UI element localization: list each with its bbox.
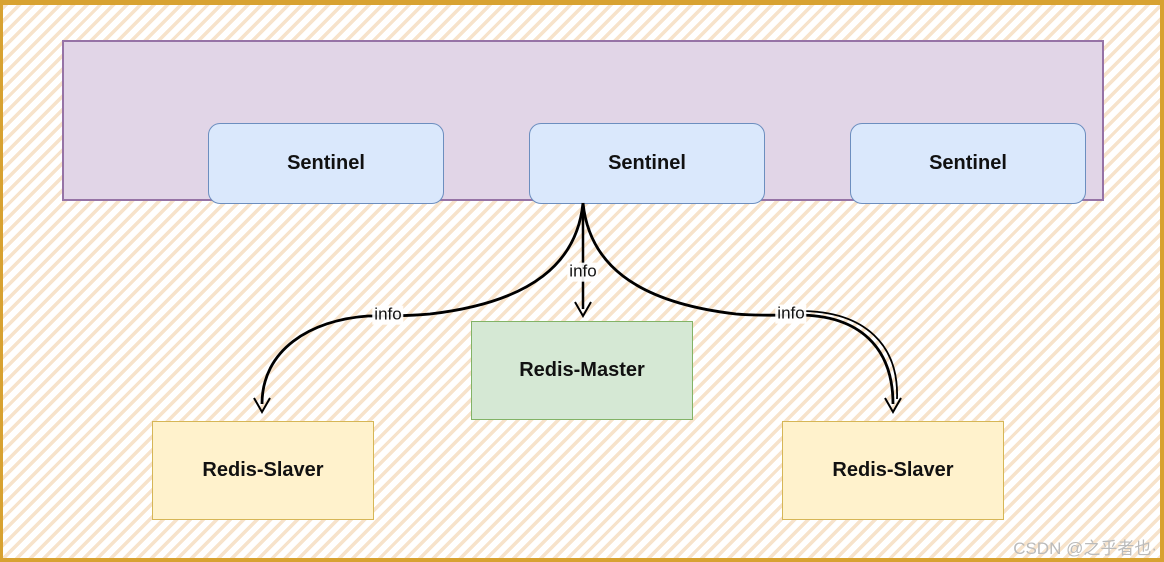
node-redis-slaver-left: Redis-Slaver [152, 421, 374, 520]
edge-label-info-master: info [567, 261, 599, 282]
edge-label-info-right: info [775, 303, 807, 324]
node-redis-slaver-left-label: Redis-Slaver [202, 459, 324, 481]
arrowhead-left-slave-icon [253, 397, 271, 415]
node-sentinel-1: Sentinel [208, 123, 444, 204]
csdn-watermark: CSDN @之乎者也· [1013, 539, 1157, 558]
node-sentinel-3-label: Sentinel [929, 152, 1007, 174]
arrowhead-right-slave-icon [884, 397, 902, 415]
edge-to-right-slave-parallel [799, 310, 898, 400]
node-redis-slaver-right: Redis-Slaver [782, 421, 1004, 520]
node-redis-master: Redis-Master [471, 321, 693, 420]
edge-label-info-left: info [372, 304, 404, 325]
node-sentinel-1-label: Sentinel [287, 152, 365, 174]
node-sentinel-2: Sentinel [529, 123, 765, 204]
node-redis-master-label: Redis-Master [519, 359, 645, 381]
node-redis-slaver-right-label: Redis-Slaver [832, 459, 954, 481]
arrowhead-master-icon [574, 301, 592, 319]
node-sentinel-3: Sentinel [850, 123, 1086, 204]
node-sentinel-2-label: Sentinel [608, 152, 686, 174]
sentinel-group-container: Sentinel Sentinel Sentinel [62, 40, 1104, 204]
